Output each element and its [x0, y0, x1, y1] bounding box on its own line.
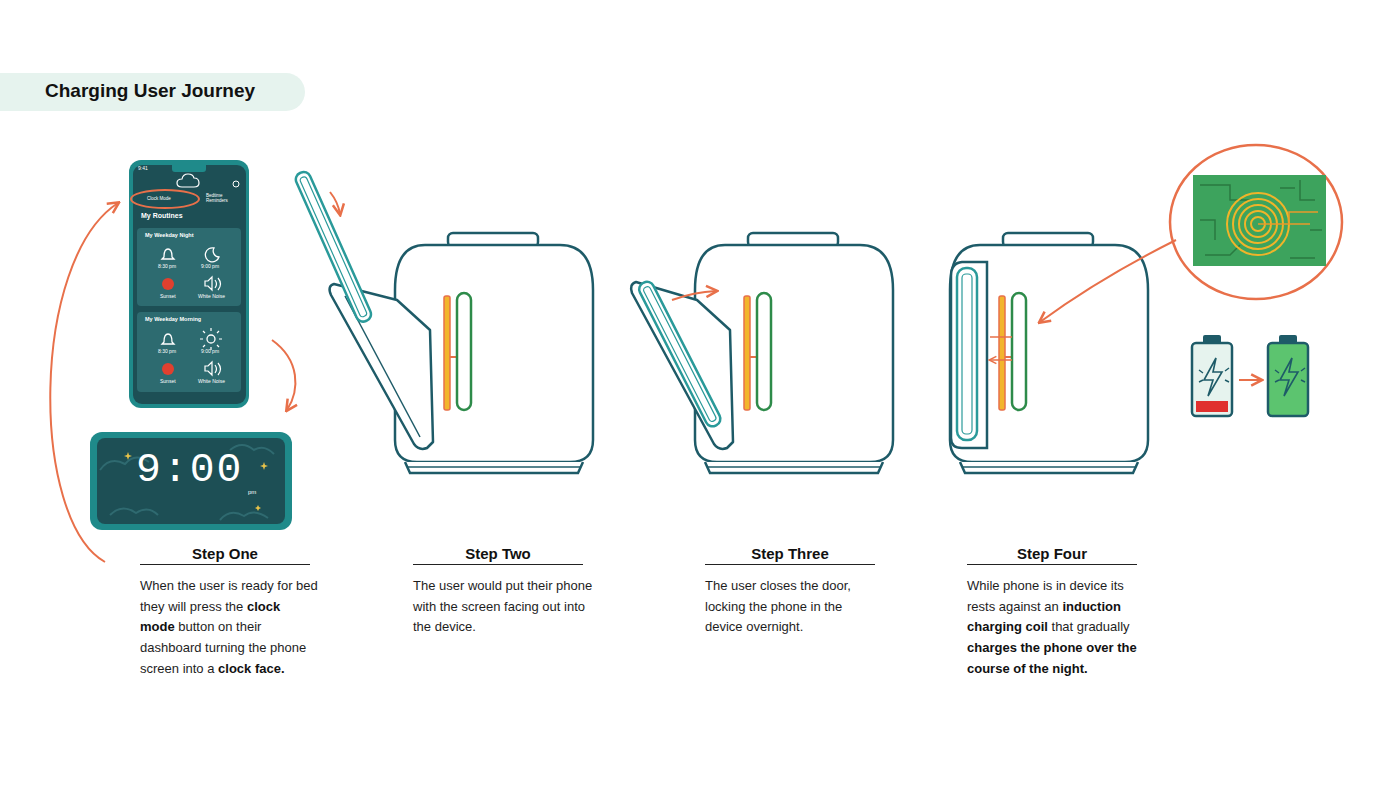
step-text: charges the phone over the course of the…	[967, 640, 1137, 676]
step-text: clock face.	[218, 661, 285, 676]
screen-label: Clock Mode	[147, 196, 171, 201]
screen-label: pm	[248, 489, 256, 496]
step-text: When the user is ready for bed they will…	[140, 578, 318, 614]
step-body: The user closes the door, locking the ph…	[705, 576, 870, 638]
charging-device-closed	[950, 233, 1148, 473]
step-text: The user closes the door, locking the ph…	[705, 578, 851, 634]
screen-label: 9:41	[138, 166, 148, 172]
flow-arrow	[50, 203, 118, 562]
flow-arrow	[272, 340, 295, 410]
step-body: The user would put their phone with the …	[413, 576, 598, 638]
step-heading: Step Two	[413, 545, 583, 565]
screen-label: My Weekday Night	[145, 232, 194, 238]
step-heading: Step One	[140, 545, 310, 565]
screen-label: White Noise	[198, 294, 225, 300]
screen-label: Sunset	[160, 379, 176, 385]
screen-label: Bedtime Reminders	[206, 193, 236, 203]
step-text: that gradually	[1052, 619, 1130, 634]
step-body: When the user is ready for bed they will…	[140, 576, 322, 680]
page-title: Charging User Journey	[45, 80, 255, 102]
screen-label: My Routines	[141, 212, 183, 220]
phone-portrait	[129, 160, 249, 408]
step-heading: Step Four	[967, 545, 1137, 565]
step-heading: Step Three	[705, 545, 875, 565]
charging-device-open	[294, 170, 593, 473]
induction-coil-callout	[1040, 145, 1342, 322]
phone-landscape	[90, 432, 292, 530]
step-body: While phone is in device its rests again…	[967, 576, 1147, 680]
screen-label: White Noise	[198, 379, 225, 385]
screen-label: 9:00 pm	[201, 349, 219, 355]
charging-device-closing	[631, 233, 893, 473]
screen-label: My Weekday Morning	[145, 316, 201, 322]
screen-label: 9:00 pm	[201, 264, 219, 270]
screen-label: 9:00	[136, 450, 243, 491]
screen-label: Sunset	[160, 294, 176, 300]
step-text: The user would put their phone with the …	[413, 578, 592, 634]
screen-label: 8:30 pm	[158, 349, 176, 355]
screen-label: 8:30 pm	[158, 264, 176, 270]
battery-icons	[1192, 335, 1308, 416]
